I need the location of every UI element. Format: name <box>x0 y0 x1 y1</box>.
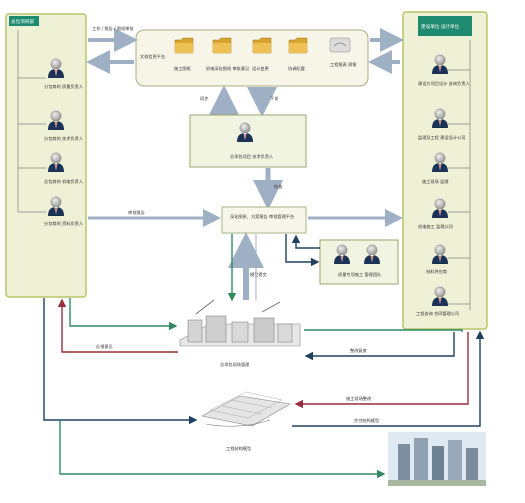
folder-2: 机电深化图纸 审批意见 <box>206 37 249 72</box>
folder-4-label: 协调纪要 <box>288 65 305 72</box>
folder-3-label: 设计变更 <box>252 65 270 72</box>
arrow-left-to-bim <box>43 298 198 425</box>
right-person-3: 施工现场 监理 <box>422 152 470 185</box>
folder-1-label: 施工图纸 <box>174 65 192 72</box>
report-icon <box>329 37 351 53</box>
model-submit-label: 模型提交 <box>250 271 267 278</box>
right-person-1: 建设方项目设计 咨询负责人 <box>418 54 470 87</box>
left-to-middle-label: 审批报告 <box>128 209 145 216</box>
sub-box <box>319 239 399 285</box>
arrow-middle-to-sub <box>285 234 320 267</box>
left-person-4: 分包商的 资料负责人 <box>18 196 84 227</box>
left-person-2-label: 分包商的 技术负责人 <box>44 135 84 142</box>
arrow-right-to-site <box>304 332 455 361</box>
right-person-4-label: 机电施工 监理公司 <box>418 223 453 230</box>
left-person-4-label: 分包商的 资料负责人 <box>44 220 84 227</box>
center-box-label: 总承包项目 技术负责人 <box>230 153 274 160</box>
right-person-2-label: 监理及工程 建设设计公司 <box>418 134 465 141</box>
arrow-site-to-right <box>304 329 463 332</box>
folder-2-label: 机电深化图纸 审批意见 <box>206 65 249 72</box>
folder-3: 设计变更 <box>252 37 272 72</box>
site-label: 总承包现场管理 <box>220 361 250 368</box>
right-person-2: 监理及工程 建设设计公司 <box>418 108 470 141</box>
building-illustration <box>388 432 486 486</box>
right-person-5: 材料供应商 <box>426 244 470 275</box>
left-panel-header-box <box>9 16 39 26</box>
fix-label: 整改复查 <box>350 347 368 354</box>
report-label: 工程报表 周报 <box>330 61 357 68</box>
arrow-right-to-bim <box>294 332 469 409</box>
feedback-label: 反馈意见 <box>96 343 113 350</box>
sync-label: 同步 <box>200 96 208 102</box>
right-person-4: 机电施工 监理公司 <box>418 198 470 230</box>
right-panel-header: 建设单位 设计单位 <box>421 23 460 30</box>
middle-box <box>221 206 307 234</box>
arrow-left-to-site <box>69 298 178 331</box>
right-person-5-label: 材料供应商 <box>426 268 447 275</box>
arrow-left-to-building <box>59 420 386 479</box>
arrow-site-feedback <box>57 298 178 353</box>
bim-label: 工程结构模型 <box>226 445 251 452</box>
site-fix-label: 施工现场整改 <box>346 395 372 402</box>
left-person-3-label: 总包商的 机电负责人 <box>44 178 84 185</box>
left-person-1-label: 分包商的 质量负责人 <box>44 83 84 90</box>
arrow-bim-deliver <box>292 330 485 427</box>
right-panel-header-box <box>418 16 472 36</box>
top-platform-label: 文档信息平台 <box>140 53 165 60</box>
right-person-6: 工程咨询 合同管理公司 <box>416 286 470 317</box>
middle-box-label: 深化图纸、方案报告 审批管理平台 <box>230 213 294 220</box>
site-illustration <box>179 299 301 347</box>
folder-4: 协调纪要 <box>288 37 308 72</box>
right-person-6-label: 工程咨询 合同管理公司 <box>416 310 459 317</box>
left-panel <box>5 13 87 298</box>
check-label: 检查 <box>274 183 283 190</box>
left-person-2: 分包商的 技术负责人 <box>18 110 84 142</box>
bim-illustration <box>201 391 291 427</box>
arrow-sub-to-middle <box>291 234 320 249</box>
sub-box-label: 质量专项施工 管理团队 <box>338 271 382 278</box>
folder-1: 施工图纸 <box>174 37 194 72</box>
right-person-3-label: 施工现场 监理 <box>422 178 449 185</box>
incoming-label: 工作 / 报告 / 图纸审批 <box>92 25 134 32</box>
left-person-1: 分包商的 质量负责人 <box>18 58 84 90</box>
issue-label: 下发 <box>270 95 279 102</box>
deliver-label: 交付结构模型 <box>354 417 379 424</box>
left-panel-header: 总包项目部 <box>11 18 34 25</box>
right-person-1-label: 建设方项目设计 咨询负责人 <box>418 80 470 87</box>
left-person-3: 总包商的 机电负责人 <box>18 152 84 185</box>
